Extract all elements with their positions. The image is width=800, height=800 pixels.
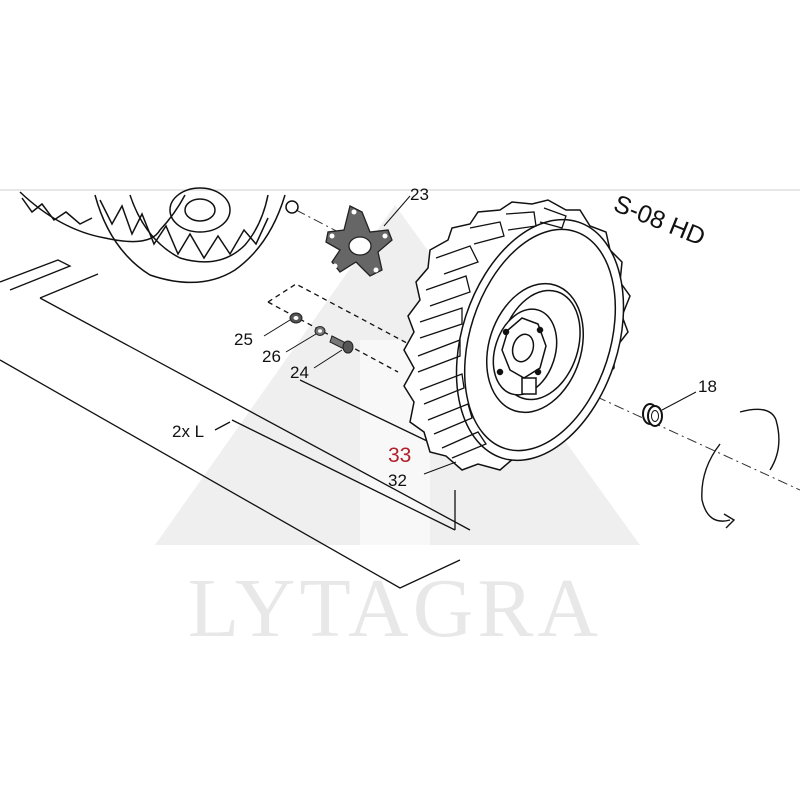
dimension-lines: [0, 259, 471, 589]
leader-lines: [263, 195, 697, 475]
bolt-part-24: [329, 335, 354, 354]
model-label: S-08 HD: [610, 190, 709, 252]
watermark-text: LYTAGRA: [188, 562, 602, 655]
part-label-24: 24: [290, 363, 309, 382]
part-label-32: 32: [388, 471, 407, 490]
part-label-33: 33: [388, 444, 411, 467]
part-label-23: 23: [410, 185, 429, 204]
nut-part-25: [289, 312, 303, 324]
rotation-arrow-icon: [701, 408, 780, 529]
length-label: 2x L: [172, 422, 204, 441]
spacer-ring-part-18: [642, 403, 663, 427]
washer-part-26: [314, 326, 326, 336]
part-label-26: 26: [262, 347, 281, 366]
hub-flange-part-23: [325, 205, 393, 277]
rear-wheel-left: [19, 187, 299, 284]
part-label-25: 25: [234, 330, 253, 349]
tractor-tire-part-33: [403, 199, 631, 471]
part-label-18: 18: [698, 377, 717, 396]
